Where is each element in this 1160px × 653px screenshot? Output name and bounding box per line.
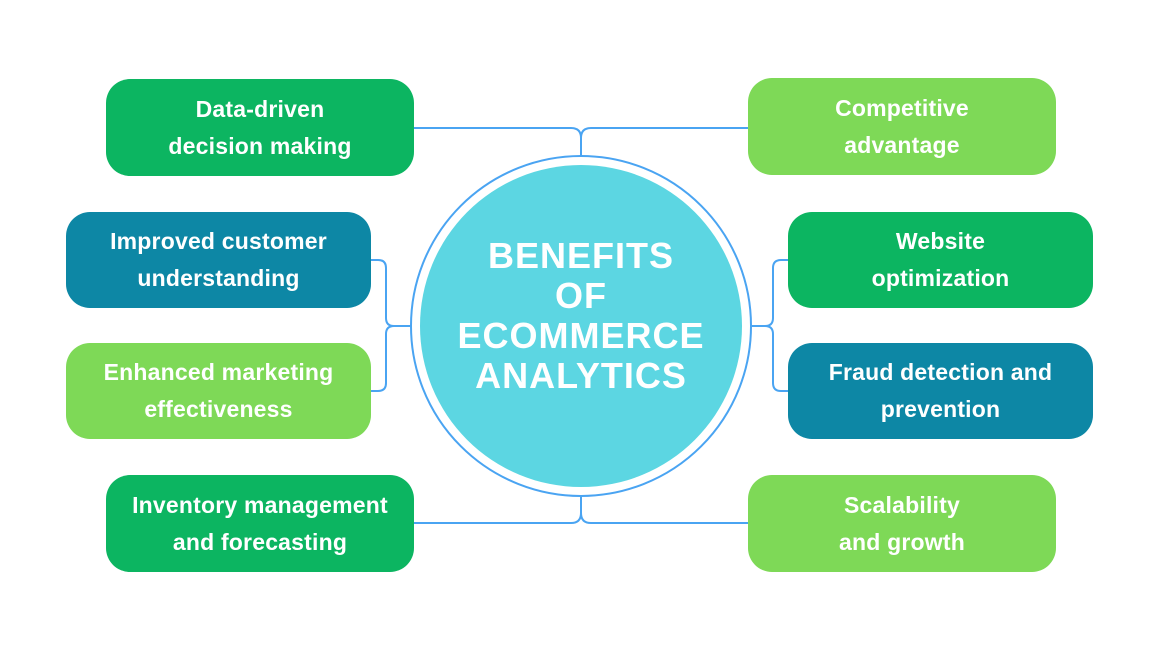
connector-bottom-right (580, 512, 749, 524)
node-data-driven-decision-making: Data-driven decision making (106, 79, 414, 176)
node-website-optimization: Website optimization (788, 212, 1093, 308)
node-improved-customer-understanding: Improved customer understanding (66, 212, 371, 308)
connector-top-left (413, 127, 582, 157)
center-title-line: BENEFITS (487, 235, 674, 276)
connector-bottom-left (413, 495, 582, 524)
connector-right-lower (764, 325, 789, 392)
node-inventory-management-and-forecasting: Inventory management and forecasting (106, 475, 414, 572)
node-label-line: Competitive (835, 94, 969, 121)
connector-right-upper (750, 259, 789, 327)
connector-left-upper (370, 259, 412, 327)
center-circle-disc (420, 165, 742, 487)
node-scalability-and-growth: Scalability and growth (748, 475, 1056, 572)
connector-left-lower (370, 325, 395, 392)
node-enhanced-marketing-effectiveness: Enhanced marketing effectiveness (66, 343, 371, 439)
node-label-line: effectiveness (144, 396, 293, 422)
node-label-line: optimization (871, 265, 1010, 291)
node-label-line: Scalability (844, 491, 960, 518)
node-label-line: advantage (844, 131, 960, 158)
center-circle-ring (410, 155, 752, 497)
center-title-line: OF (555, 275, 607, 316)
node-label-line: prevention (880, 396, 1001, 422)
node-label-line: understanding (137, 265, 300, 291)
center-title: BENEFITS OF ECOMMERCE ANALYTICS (421, 236, 741, 396)
node-label-line: and forecasting (172, 528, 348, 555)
node-label-line: decision making (168, 132, 352, 159)
node-label-line: Enhanced marketing (103, 359, 334, 385)
center-title-line: ECOMMERCE (457, 315, 705, 356)
node-label-line: Data-driven (195, 95, 325, 122)
connector-top-right (580, 127, 749, 139)
node-label-line: Inventory management (132, 491, 388, 518)
node-label-line: Improved customer (110, 228, 327, 254)
node-label-line: and growth (839, 528, 965, 555)
center-title-line: ANALYTICS (475, 355, 687, 396)
node-fraud-detection-and-prevention: Fraud detection and prevention (788, 343, 1093, 439)
node-label-line: Website (895, 228, 986, 254)
node-label-line: Fraud detection and (828, 359, 1053, 385)
node-competitive-advantage: Competitive advantage (748, 78, 1056, 175)
